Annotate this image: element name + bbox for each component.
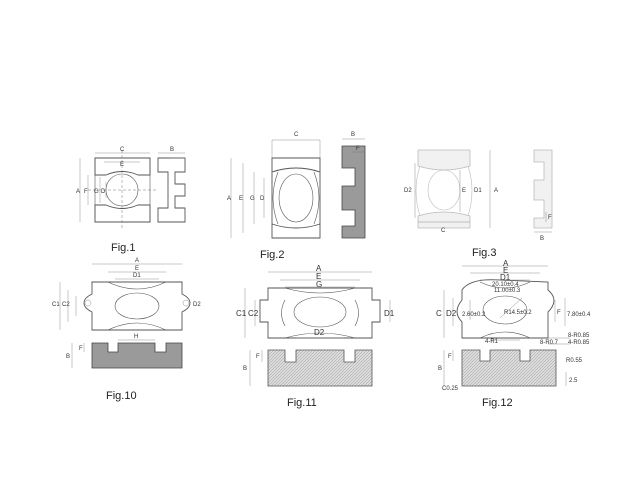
fig3-drawing: D2 E D1 A C B F Fig.3 bbox=[404, 149, 553, 259]
fig3-dim-e: E bbox=[462, 188, 466, 194]
fig2-side-view bbox=[341, 138, 366, 239]
fig12-dim-b: B bbox=[438, 366, 442, 372]
fig11-dim-c2: C2 bbox=[248, 309, 259, 318]
fig3-dim-c: C bbox=[441, 228, 446, 234]
fig10-dim-a: A bbox=[135, 258, 139, 264]
fig10-dim-h: H bbox=[134, 334, 138, 340]
fig11-caption: Fig.11 bbox=[287, 397, 317, 409]
fig12-dim-t11: 2.60±0.2 bbox=[462, 312, 486, 318]
fig12-dim-t12: 2.5 bbox=[569, 378, 578, 384]
fig12-drawing: A E D1 20.10±0.4 11.00±0.3 R14.5±0.2 C D… bbox=[436, 259, 591, 409]
fig1-caption: Fig.1 bbox=[111, 242, 135, 254]
fig1-dim-b: B bbox=[170, 147, 174, 153]
fig11-dim-a: A bbox=[316, 264, 322, 273]
fig10-drawing: A E D1 C1 C2 D2 B F H Fig.10 bbox=[52, 258, 201, 402]
fig10-dim-d1: D1 bbox=[133, 273, 141, 279]
fig12-dim-t2: 11.00±0.3 bbox=[494, 288, 521, 294]
fig3-dim-b: B bbox=[540, 236, 544, 242]
fig12-side-view bbox=[443, 349, 567, 387]
fig11-side-view bbox=[249, 349, 373, 387]
fig12-dim-t5: 8-R0.85 bbox=[568, 333, 590, 339]
fig12-top-view bbox=[443, 265, 570, 345]
fig1-dim-g: G bbox=[94, 189, 99, 195]
fig2-dim-c: C bbox=[294, 132, 299, 138]
fig3-caption: Fig.3 bbox=[472, 247, 496, 259]
fig3-dim-d1: D1 bbox=[474, 188, 482, 194]
fig1-top-view bbox=[79, 150, 158, 230]
fig1-dim-e: E bbox=[120, 162, 124, 168]
fig12-dim-f: F bbox=[557, 310, 561, 316]
fig3-dim-a: A bbox=[494, 188, 498, 194]
fig2-dim-f: F bbox=[356, 146, 360, 152]
fig12-dim-f-side: F bbox=[448, 354, 452, 360]
fig10-dim-e: E bbox=[135, 266, 139, 272]
fig11-drawing: A E G C1 C2 D1 D2 B F Fig.11 bbox=[236, 264, 395, 409]
fig1-dim-f: F bbox=[84, 189, 88, 195]
fig12-dim-t10: C0.25 bbox=[442, 386, 459, 392]
fig12-dim-a: A bbox=[503, 259, 509, 268]
fig10-side-view bbox=[71, 339, 183, 369]
fig11-dim-f: F bbox=[256, 354, 260, 360]
fig1-dim-c: C bbox=[120, 147, 125, 153]
fig2-dim-d: D bbox=[260, 196, 265, 202]
fig11-dim-c1: C1 bbox=[236, 309, 247, 318]
fig10-top-view bbox=[59, 263, 191, 331]
fig2-dim-e: E bbox=[239, 196, 243, 202]
fig12-dim-t4: 7.80±0.4 bbox=[567, 312, 591, 318]
fig3-dim-d2: D2 bbox=[404, 188, 412, 194]
fig1-side-view bbox=[157, 152, 186, 223]
fig12-dim-t8: 4-R1 bbox=[485, 339, 499, 345]
fig10-dim-f: F bbox=[79, 346, 83, 352]
fig12-dim-e: E bbox=[503, 266, 508, 275]
fig3-side-view bbox=[533, 149, 553, 233]
fig11-top-view bbox=[244, 271, 391, 339]
fig11-dim-e: E bbox=[316, 272, 321, 281]
fig10-dim-c1: C1 bbox=[52, 302, 60, 308]
fig12-caption: Fig.12 bbox=[482, 397, 513, 409]
fig1-drawing: C E A F G D B Fig.1 bbox=[76, 147, 186, 254]
fig12-dim-t6: 4-R0.85 bbox=[568, 340, 590, 346]
fig12-dim-t7: 8-R0.7 bbox=[540, 340, 559, 346]
fig10-caption: Fig.10 bbox=[106, 390, 137, 402]
fig11-dim-b: B bbox=[243, 366, 247, 372]
fig2-dim-b: B bbox=[351, 132, 355, 138]
fig3-dim-f: F bbox=[548, 215, 552, 221]
fig12-dim-d1: D1 bbox=[500, 273, 511, 282]
fig12-dim-t1: 20.10±0.4 bbox=[492, 282, 519, 288]
fig2-dim-g: G bbox=[250, 196, 255, 202]
fig3-top-view bbox=[414, 149, 491, 229]
fig10-dim-d2: D2 bbox=[193, 302, 201, 308]
fig10-dim-b: B bbox=[66, 354, 70, 360]
fig11-dim-d1: D1 bbox=[384, 309, 395, 318]
fig2-caption: Fig.2 bbox=[260, 249, 284, 261]
fig11-dim-g: G bbox=[316, 280, 322, 289]
fig11-dim-d2: D2 bbox=[314, 328, 325, 337]
fig12-dim-t9: R0.55 bbox=[566, 358, 583, 364]
fig12-dim-t3: R14.5±0.2 bbox=[504, 310, 532, 316]
fig1-dim-a: A bbox=[76, 189, 80, 195]
fig1-dim-d: D bbox=[101, 189, 106, 195]
fig2-top-view bbox=[230, 139, 321, 239]
fig10-dim-c2: C2 bbox=[62, 302, 70, 308]
fig2-dim-a: A bbox=[227, 196, 231, 202]
fig12-dim-c: C bbox=[436, 309, 442, 318]
fig2-drawing: C A E G D B F Fig.2 bbox=[227, 132, 366, 261]
fig12-dim-d2: D2 bbox=[446, 309, 457, 318]
